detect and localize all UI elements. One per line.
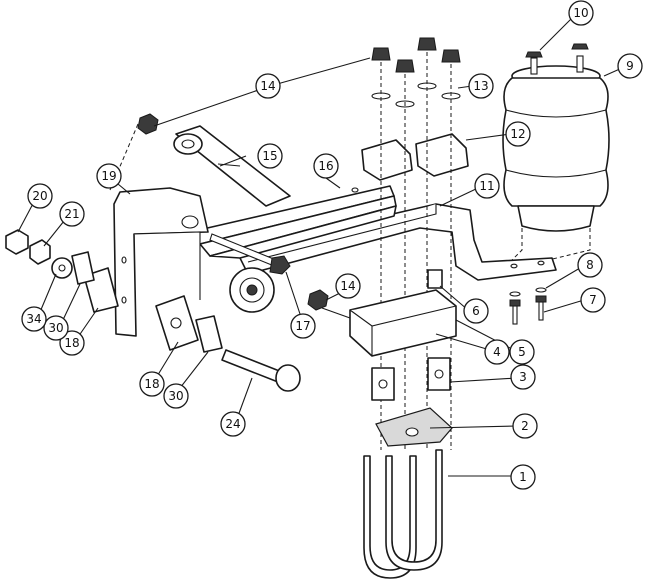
pivot-through-bolt xyxy=(209,233,291,275)
callout-14-axle: 14 xyxy=(335,273,361,299)
callout-2-label: 2 xyxy=(521,419,529,433)
callout-34-label: 34 xyxy=(26,312,41,326)
callout-3: 3 xyxy=(510,364,536,390)
callout-14-top: 14 xyxy=(255,73,281,99)
axle-seat xyxy=(321,289,457,357)
trailing-arm xyxy=(235,203,557,281)
callout-15: 15 xyxy=(257,143,283,169)
callout-1: 1 xyxy=(510,464,536,490)
callout-9-label: 9 xyxy=(626,59,634,73)
wear-pad-right xyxy=(195,315,223,353)
callout-13: 13 xyxy=(468,73,494,99)
callout-18-right: 18 xyxy=(139,371,165,397)
callout-11-label: 11 xyxy=(479,179,494,193)
shock-top-nut xyxy=(137,113,159,135)
lower-bellow-bolts xyxy=(509,287,547,325)
callout-14-top-label: 14 xyxy=(260,79,275,93)
callout-10-label: 10 xyxy=(573,6,588,20)
axle-seat-nut xyxy=(307,289,329,311)
callout-17-label: 17 xyxy=(295,319,310,333)
axle-shims xyxy=(371,357,451,401)
callout-10: 10 xyxy=(568,0,594,26)
callout-20-label: 20 xyxy=(32,189,47,203)
callout-4-label: 4 xyxy=(493,345,501,359)
callout-3-label: 3 xyxy=(519,370,527,384)
callout-18-left: 18 xyxy=(59,330,85,356)
callout-12: 12 xyxy=(505,121,531,147)
shock-absorber xyxy=(173,125,291,207)
pivot-bolt xyxy=(221,349,301,392)
lock-nut-left xyxy=(29,239,51,265)
air-spring-bellow xyxy=(502,55,610,232)
callout-21: 21 xyxy=(59,201,85,227)
callout-7-label: 7 xyxy=(589,293,597,307)
wear-pad-left xyxy=(71,251,95,285)
alignment-plate-right xyxy=(155,295,199,351)
callout-16-label: 16 xyxy=(318,159,333,173)
top-nuts-and-washers xyxy=(371,37,461,108)
u-bolts xyxy=(363,449,443,579)
callout-12-label: 12 xyxy=(510,127,525,141)
callout-4: 4 xyxy=(484,339,510,365)
callout-8: 8 xyxy=(577,252,603,278)
callout-1-label: 1 xyxy=(519,470,527,484)
callout-8-label: 8 xyxy=(586,258,594,272)
callout-24-label: 24 xyxy=(225,417,240,431)
callout-19: 19 xyxy=(96,163,122,189)
leaf-spring xyxy=(189,185,397,259)
callout-15-label: 15 xyxy=(262,149,277,163)
callout-13-label: 13 xyxy=(473,79,488,93)
callout-19-label: 19 xyxy=(101,169,116,183)
callout-6: 6 xyxy=(463,298,489,324)
callout-16: 16 xyxy=(313,153,339,179)
callout-2: 2 xyxy=(512,413,538,439)
callout-11: 11 xyxy=(474,173,500,199)
callout-5-label: 5 xyxy=(518,345,526,359)
washer-left xyxy=(51,257,73,279)
callout-20: 20 xyxy=(27,183,53,209)
hex-nut-left xyxy=(5,229,29,255)
callout-18-right-label: 18 xyxy=(144,377,159,391)
callout-21-label: 21 xyxy=(64,207,79,221)
callout-17: 17 xyxy=(290,313,316,339)
hanger-bracket xyxy=(113,187,209,337)
callout-30-right: 30 xyxy=(163,383,189,409)
callout-9: 9 xyxy=(617,53,643,79)
callout-6-label: 6 xyxy=(472,304,480,318)
callout-7: 7 xyxy=(580,287,606,313)
callout-24: 24 xyxy=(220,411,246,437)
callout-5: 5 xyxy=(509,339,535,365)
callout-30-right-label: 30 xyxy=(168,389,183,403)
callout-30-left-label: 30 xyxy=(48,321,63,335)
callout-14-axle-label: 14 xyxy=(340,279,355,293)
top-clamp-plates xyxy=(361,133,469,181)
bellow-top-nuts xyxy=(525,43,589,58)
spacer-block xyxy=(427,269,443,289)
callout-30-left: 30 xyxy=(43,315,69,341)
callout-34: 34 xyxy=(21,306,47,332)
callout-18-left-label: 18 xyxy=(64,336,79,350)
bottom-plate xyxy=(375,407,453,447)
spring-eye-bushing xyxy=(229,267,275,313)
